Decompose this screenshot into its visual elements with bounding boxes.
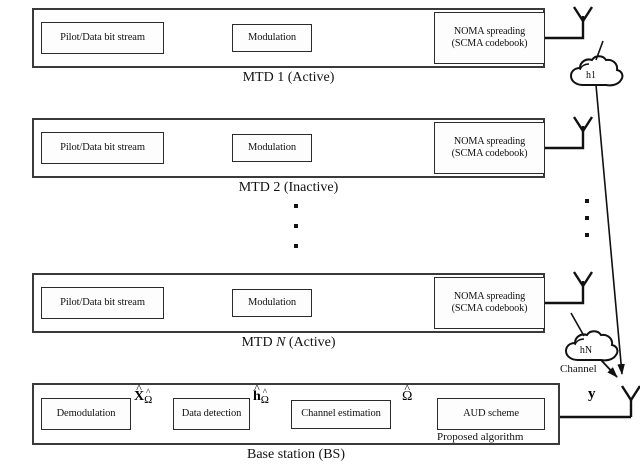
cloud-hN-uplink-stem [570, 312, 585, 337]
mtd1-modulation-block[interactable]: Modulation [232, 24, 312, 52]
bs-data-detection-block[interactable]: Data detection [173, 398, 250, 430]
bs-caption: Base station (BS) [247, 447, 345, 462]
bs-demodulation-block[interactable]: Demodulation [41, 398, 131, 430]
mtd2-noma-line2: (SCMA codebook) [451, 148, 528, 159]
cloud-h1-to-bs-path [595, 84, 625, 375]
signal-label-h-hat-omega-hat: ^h^Ω [253, 380, 269, 407]
mtdN-bit-stream-block[interactable]: Pilot/Data bit stream [41, 287, 164, 319]
mtd2-noma-line1: NOMA spreading [453, 135, 526, 147]
bs-channel-estimation-block[interactable]: Channel estimation [291, 400, 391, 429]
mtd2-antenna-icon [572, 116, 594, 134]
cloud-h1-label: h1 [586, 70, 596, 81]
bs-proposed-algorithm-note: Proposed algorithm [437, 431, 524, 443]
cloud-hN-to-bs-path [600, 359, 618, 378]
x-hat-sub: Ω [144, 394, 153, 407]
h-hat-base: h [253, 389, 261, 404]
cloud-hN-label: hN [579, 345, 593, 356]
mtdN-caption: MTD N (Active) [32, 335, 545, 351]
channel-label: Channel [560, 363, 597, 375]
mtd1-caption: MTD 1 (Active) [242, 70, 335, 85]
signal-label-x-hat-omega-hat: ^X^Ω [134, 380, 153, 407]
mtd2-modulation-block[interactable]: Modulation [232, 134, 312, 162]
mtd2-noma-spreading-block[interactable]: NOMA spreading (SCMA codebook) [434, 122, 545, 174]
mtd1-bit-stream-block[interactable]: Pilot/Data bit stream [41, 22, 164, 54]
received-signal-label: y [588, 386, 596, 402]
mtdN-modulation-block[interactable]: Modulation [232, 289, 312, 317]
mtdN-antenna-icon [572, 271, 594, 289]
mtdN-caption-state: (Active) [288, 335, 336, 350]
mtdN-noma-line2: (SCMA codebook) [451, 303, 528, 314]
h-hat-sub: Ω [260, 394, 269, 407]
vertical-ellipsis-antennas [585, 199, 589, 237]
mtdN-antenna-feed [545, 281, 585, 305]
mtd1-noma-line1: NOMA spreading [453, 25, 526, 37]
mtd2-bit-stream-block[interactable]: Pilot/Data bit stream [41, 132, 164, 164]
signal-label-omega-hat: ^Ω [402, 380, 413, 404]
bs-aud-scheme-block[interactable]: AUD scheme [437, 398, 545, 430]
cloud-h1-uplink-stem [595, 40, 604, 61]
mtdN-noma-line1: NOMA spreading [453, 290, 526, 302]
x-hat-base: X [134, 389, 145, 404]
mtd2-caption: MTD 2 (Inactive) [238, 180, 339, 195]
vertical-ellipsis-devices [294, 204, 298, 248]
omega-hat-base: Ω [402, 389, 413, 404]
mtd2-antenna-feed [545, 126, 585, 150]
mtd1-noma-spreading-block[interactable]: NOMA spreading (SCMA codebook) [434, 12, 545, 64]
mtdN-caption-prefix: MTD [241, 335, 273, 350]
cloud-h1-icon [569, 55, 624, 87]
mtd1-antenna-feed [545, 16, 585, 40]
cloud-hN-icon [564, 330, 619, 362]
bs-antenna-icon [620, 385, 640, 417]
mtdN-caption-index: N [276, 335, 286, 350]
mtdN-noma-spreading-block[interactable]: NOMA spreading (SCMA codebook) [434, 277, 545, 329]
mtd1-noma-line2: (SCMA codebook) [451, 38, 528, 49]
mtd1-antenna-icon [572, 6, 594, 24]
